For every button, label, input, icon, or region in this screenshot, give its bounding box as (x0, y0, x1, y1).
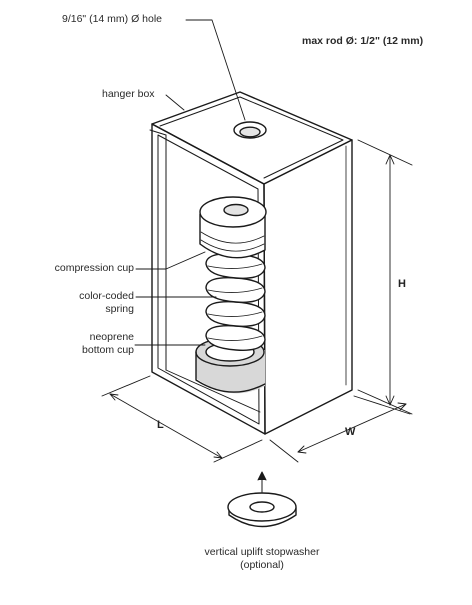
spring-coils (205, 253, 266, 351)
leader-lines (134, 19, 246, 346)
length-dimension (101, 375, 263, 463)
box-top-rim (159, 96, 344, 179)
neoprene-label-line1: neoprene (89, 331, 134, 343)
uplift-arrow (257, 471, 267, 493)
spring-label-line1: color-coded (79, 290, 134, 302)
hanger-box-label: hanger box (102, 88, 155, 100)
stopwasher-label-line1: vertical uplift stopwasher (204, 546, 320, 558)
compression-cup-label: compression cup (54, 262, 134, 274)
height-label: H (398, 278, 406, 290)
stopwasher (227, 492, 297, 528)
max-rod-label: max rod Ø: 1/2" (12 mm) (302, 35, 424, 47)
rod-hole (233, 121, 267, 139)
spring-label-line2: spring (105, 303, 134, 315)
hole-label: 9/16" (14 mm) Ø hole (62, 13, 163, 25)
width-dimension (269, 395, 411, 463)
stopwasher-label-line2: (optional) (240, 559, 284, 571)
neoprene-label-line2: bottom cup (82, 344, 134, 356)
length-label: L (157, 419, 164, 431)
width-label: W (345, 426, 356, 438)
compression-cup-part (199, 196, 267, 259)
box-right-face (263, 139, 353, 435)
height-dimension (357, 139, 413, 415)
box-front-frame (151, 123, 266, 435)
